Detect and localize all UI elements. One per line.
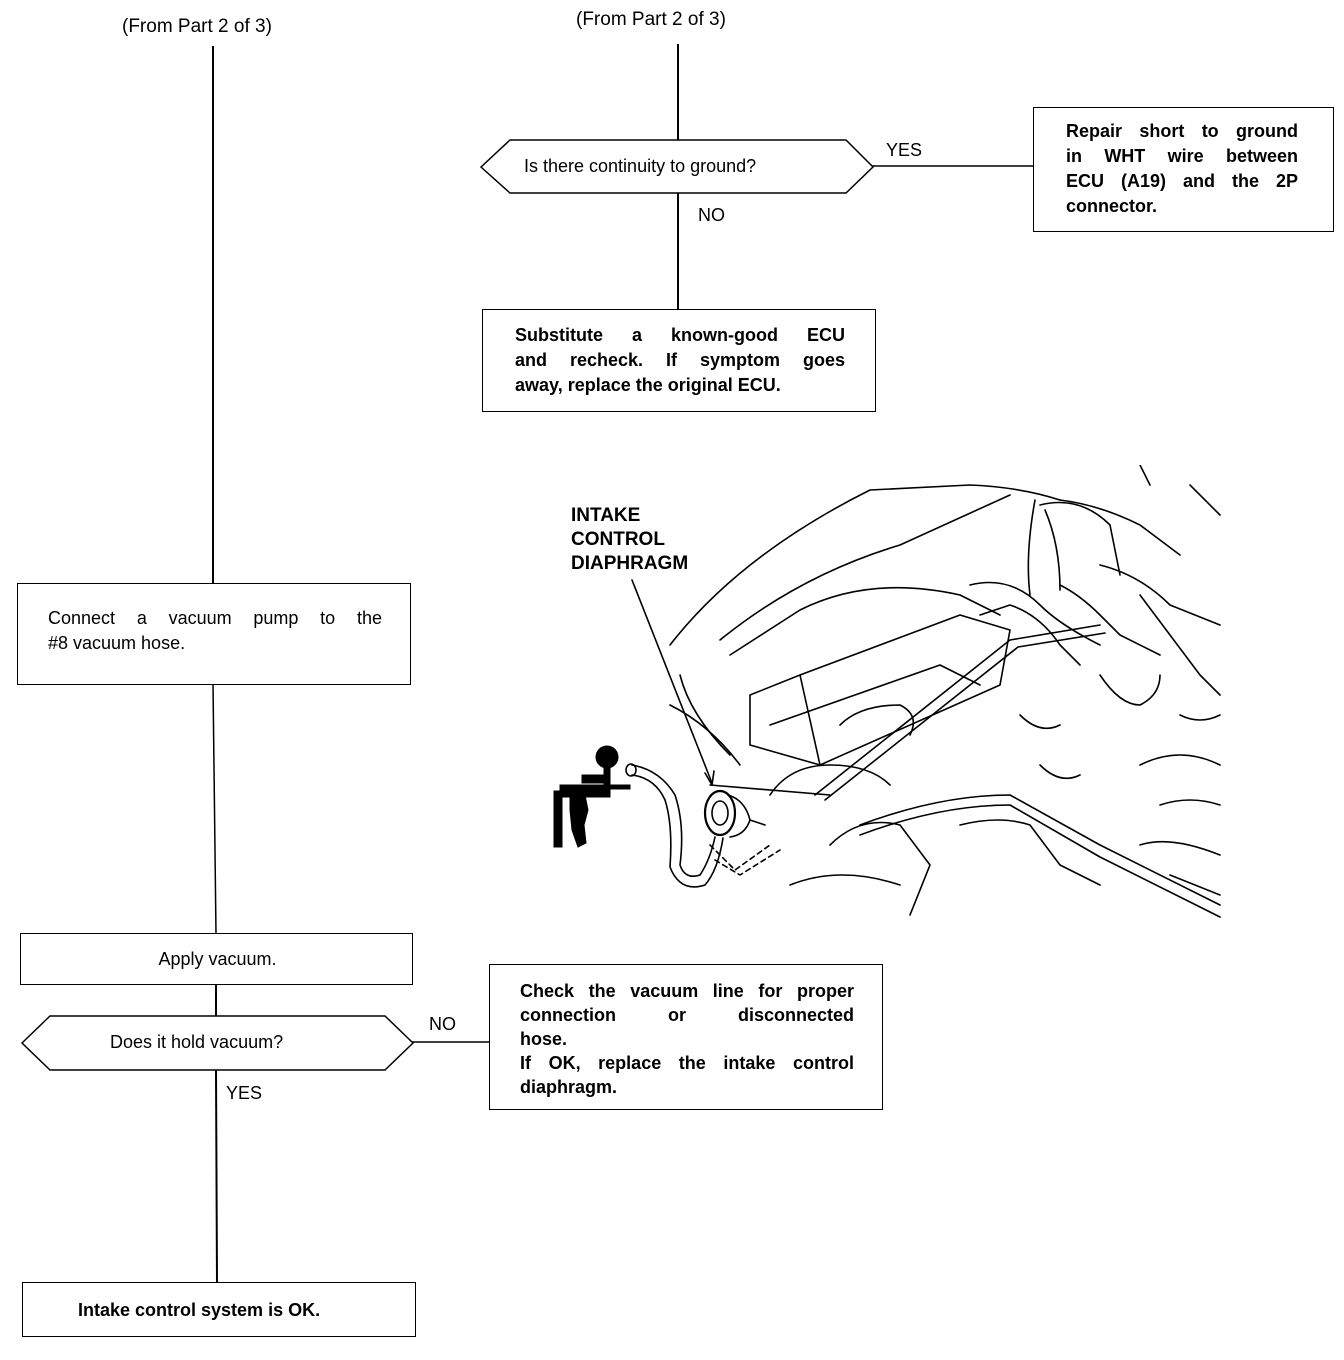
engine-bay-illustration: [553, 465, 1221, 918]
yes-label-right: YES: [886, 140, 923, 160]
diaphragm-callout: INTAKE CONTROL DIAPHRAGM: [571, 505, 689, 574]
hold-vacuum-question: Does it hold vacuum?: [110, 1032, 284, 1052]
continuity-question: Is there continuity to ground?: [524, 156, 757, 176]
apply-vacuum-box: Apply vacuum.: [20, 933, 413, 985]
yes-label-left: YES: [226, 1083, 263, 1103]
system-ok-box: Intake control system is OK.: [22, 1282, 416, 1337]
vacuum-pump-icon: [553, 745, 631, 848]
no-label-left: NO: [429, 1014, 456, 1034]
continuity-decision-shape: [479, 139, 875, 194]
hold-vacuum-decision-shape: [20, 1015, 415, 1071]
no-label-right: NO: [698, 205, 725, 225]
from-part-label-left: (From Part 2 of 3): [122, 16, 272, 37]
repair-short-box: Repair short to ground in WHT wire betwe…: [1033, 107, 1334, 232]
substitute-ecu-box: Substitute a known-good ECU and recheck.…: [482, 309, 876, 412]
vacuum-pump-box: Connect a vacuum pump to the #8 vacuum h…: [17, 583, 411, 685]
callout-leader-line: [631, 579, 713, 784]
from-part-label-right: (From Part 2 of 3): [576, 9, 726, 30]
check-vacuum-line-box: Check the vacuum line for proper connect…: [489, 964, 883, 1110]
